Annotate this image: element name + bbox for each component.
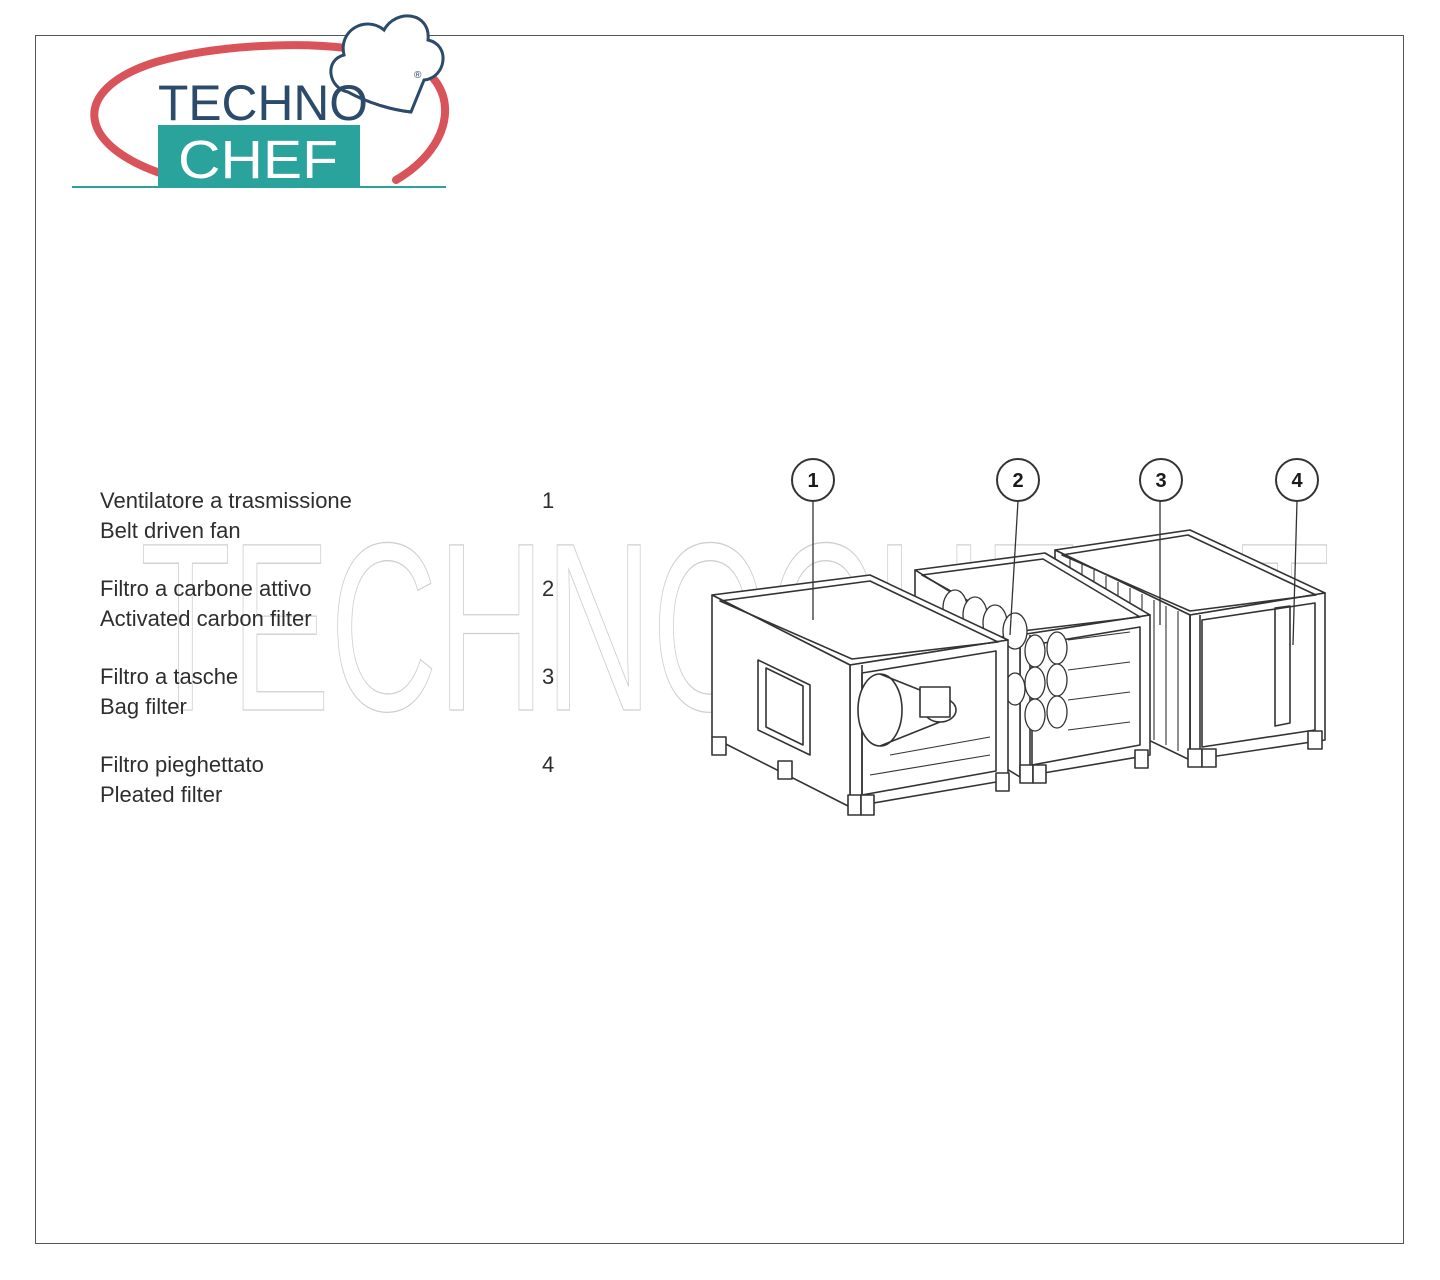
callout-number: 3 [1155,470,1166,492]
callout-3: 3 [1139,458,1183,502]
legend-label-italian: Filtro a tasche [100,664,239,689]
chef-hat-icon [329,14,445,114]
logo-text-techno: TECHNO [158,75,368,131]
filter-unit-diagram: 1 2 3 4 [711,458,1326,816]
legend-item-4: Filtro pieghettato Pleated filter 4 [100,750,570,838]
legend-item-1: Ventilatore a trasmissione Belt driven f… [100,486,570,574]
technochef-logo: TECHNO CHEF ® [72,14,449,190]
callout-number: 4 [1291,470,1303,492]
callout-4: 4 [1275,458,1319,502]
logo-teal-box [158,125,360,187]
legend-label-italian: Filtro a carbone attivo [100,576,312,601]
callout-2: 2 [996,458,1040,502]
legend-number: 4 [542,752,555,777]
legend-number: 2 [542,576,555,601]
legend-label-english: Pleated filter [100,782,223,807]
legend-label-english: Belt driven fan [100,518,241,543]
legend-item-3: Filtro a tasche Bag filter 3 [100,662,570,750]
logo-registered-mark: ® [414,70,422,81]
legend-label-italian: Filtro pieghettato [100,752,264,777]
logo-arc-left [90,41,350,182]
legend-item-2: Filtro a carbone attivo Activated carbon… [100,574,570,662]
legend-label-english: Bag filter [100,694,187,719]
logo-text-chef: CHEF [178,130,338,190]
legend-label-english: Activated carbon filter [100,606,312,631]
callout-number: 2 [1012,470,1023,492]
component-legend: Ventilatore a trasmissione Belt driven f… [100,486,570,838]
module-belt-fan [711,574,1010,816]
legend-label-italian: Ventilatore a trasmissione [100,488,352,513]
callout-number: 1 [807,470,818,492]
callout-1: 1 [791,458,835,502]
legend-number: 1 [542,488,555,513]
legend-number: 3 [542,664,555,689]
page-frame [35,35,1404,1244]
